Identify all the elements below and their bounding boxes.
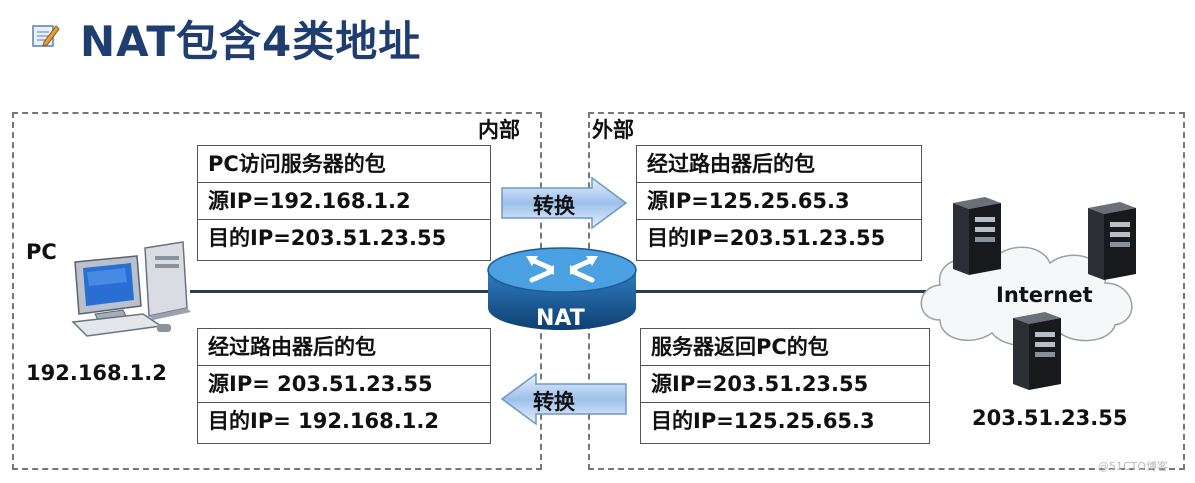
pc-computer-icon — [71, 241, 191, 337]
nat-router-icon — [487, 247, 637, 330]
packet-destination-ip: 目的IP=203.51.23.55 — [208, 226, 447, 250]
watermark: @51CTO博客 — [1098, 460, 1169, 473]
inside-zone-label: 内部 — [478, 118, 520, 142]
pencil-note-icon — [32, 25, 60, 47]
packet-source-ip: 源IP=203.51.23.55 — [641, 366, 929, 403]
packet-destination-ip: 目的IP= 192.168.1.2 — [208, 409, 439, 433]
packet-source-ip: 源IP= 203.51.23.55 — [198, 366, 490, 403]
packet-inside-return: 经过路由器后的包 源IP= 203.51.23.55 目的IP= 192.168… — [197, 328, 491, 444]
nat-router-label: NAT — [536, 306, 585, 331]
packet-destination-ip: 目的IP=125.25.65.3 — [651, 409, 875, 433]
packet-outside-return: 服务器返回PC的包 源IP=203.51.23.55 目的IP=125.25.6… — [640, 328, 930, 444]
translate-arrow-left-label: 转换 — [533, 390, 575, 414]
packet-destination-ip: 目的IP=203.51.23.55 — [647, 226, 886, 250]
translate-arrow-left — [500, 372, 627, 426]
page-title: NAT包含4类地址 — [80, 17, 422, 66]
server-icon — [953, 197, 1001, 275]
outside-zone-label: 外部 — [592, 118, 634, 142]
packet-title: PC访问服务器的包 — [198, 146, 490, 183]
internet-server-ip: 203.51.23.55 — [972, 406, 1128, 430]
packet-inside-outbound: PC访问服务器的包 源IP=192.168.1.2 目的IP=203.51.23… — [197, 145, 491, 261]
packet-title: 经过路由器后的包 — [198, 329, 490, 366]
packet-title: 服务器返回PC的包 — [641, 329, 929, 366]
internet-label: Internet — [996, 283, 1093, 307]
packet-source-ip: 源IP=125.25.65.3 — [637, 183, 921, 220]
packet-source-ip: 源IP=192.168.1.2 — [198, 183, 490, 220]
network-link-left — [190, 290, 500, 293]
translate-arrow-right-label: 转换 — [533, 194, 575, 218]
server-icon — [1013, 312, 1061, 390]
pc-label: PC — [26, 240, 57, 264]
translate-arrow-right — [501, 176, 628, 230]
pc-ip-address: 192.168.1.2 — [26, 361, 167, 385]
packet-outside-outbound: 经过路由器后的包 源IP=125.25.65.3 目的IP=203.51.23.… — [636, 145, 922, 261]
server-icon — [1088, 202, 1136, 280]
network-link-right — [630, 290, 930, 293]
packet-title: 经过路由器后的包 — [637, 146, 921, 183]
